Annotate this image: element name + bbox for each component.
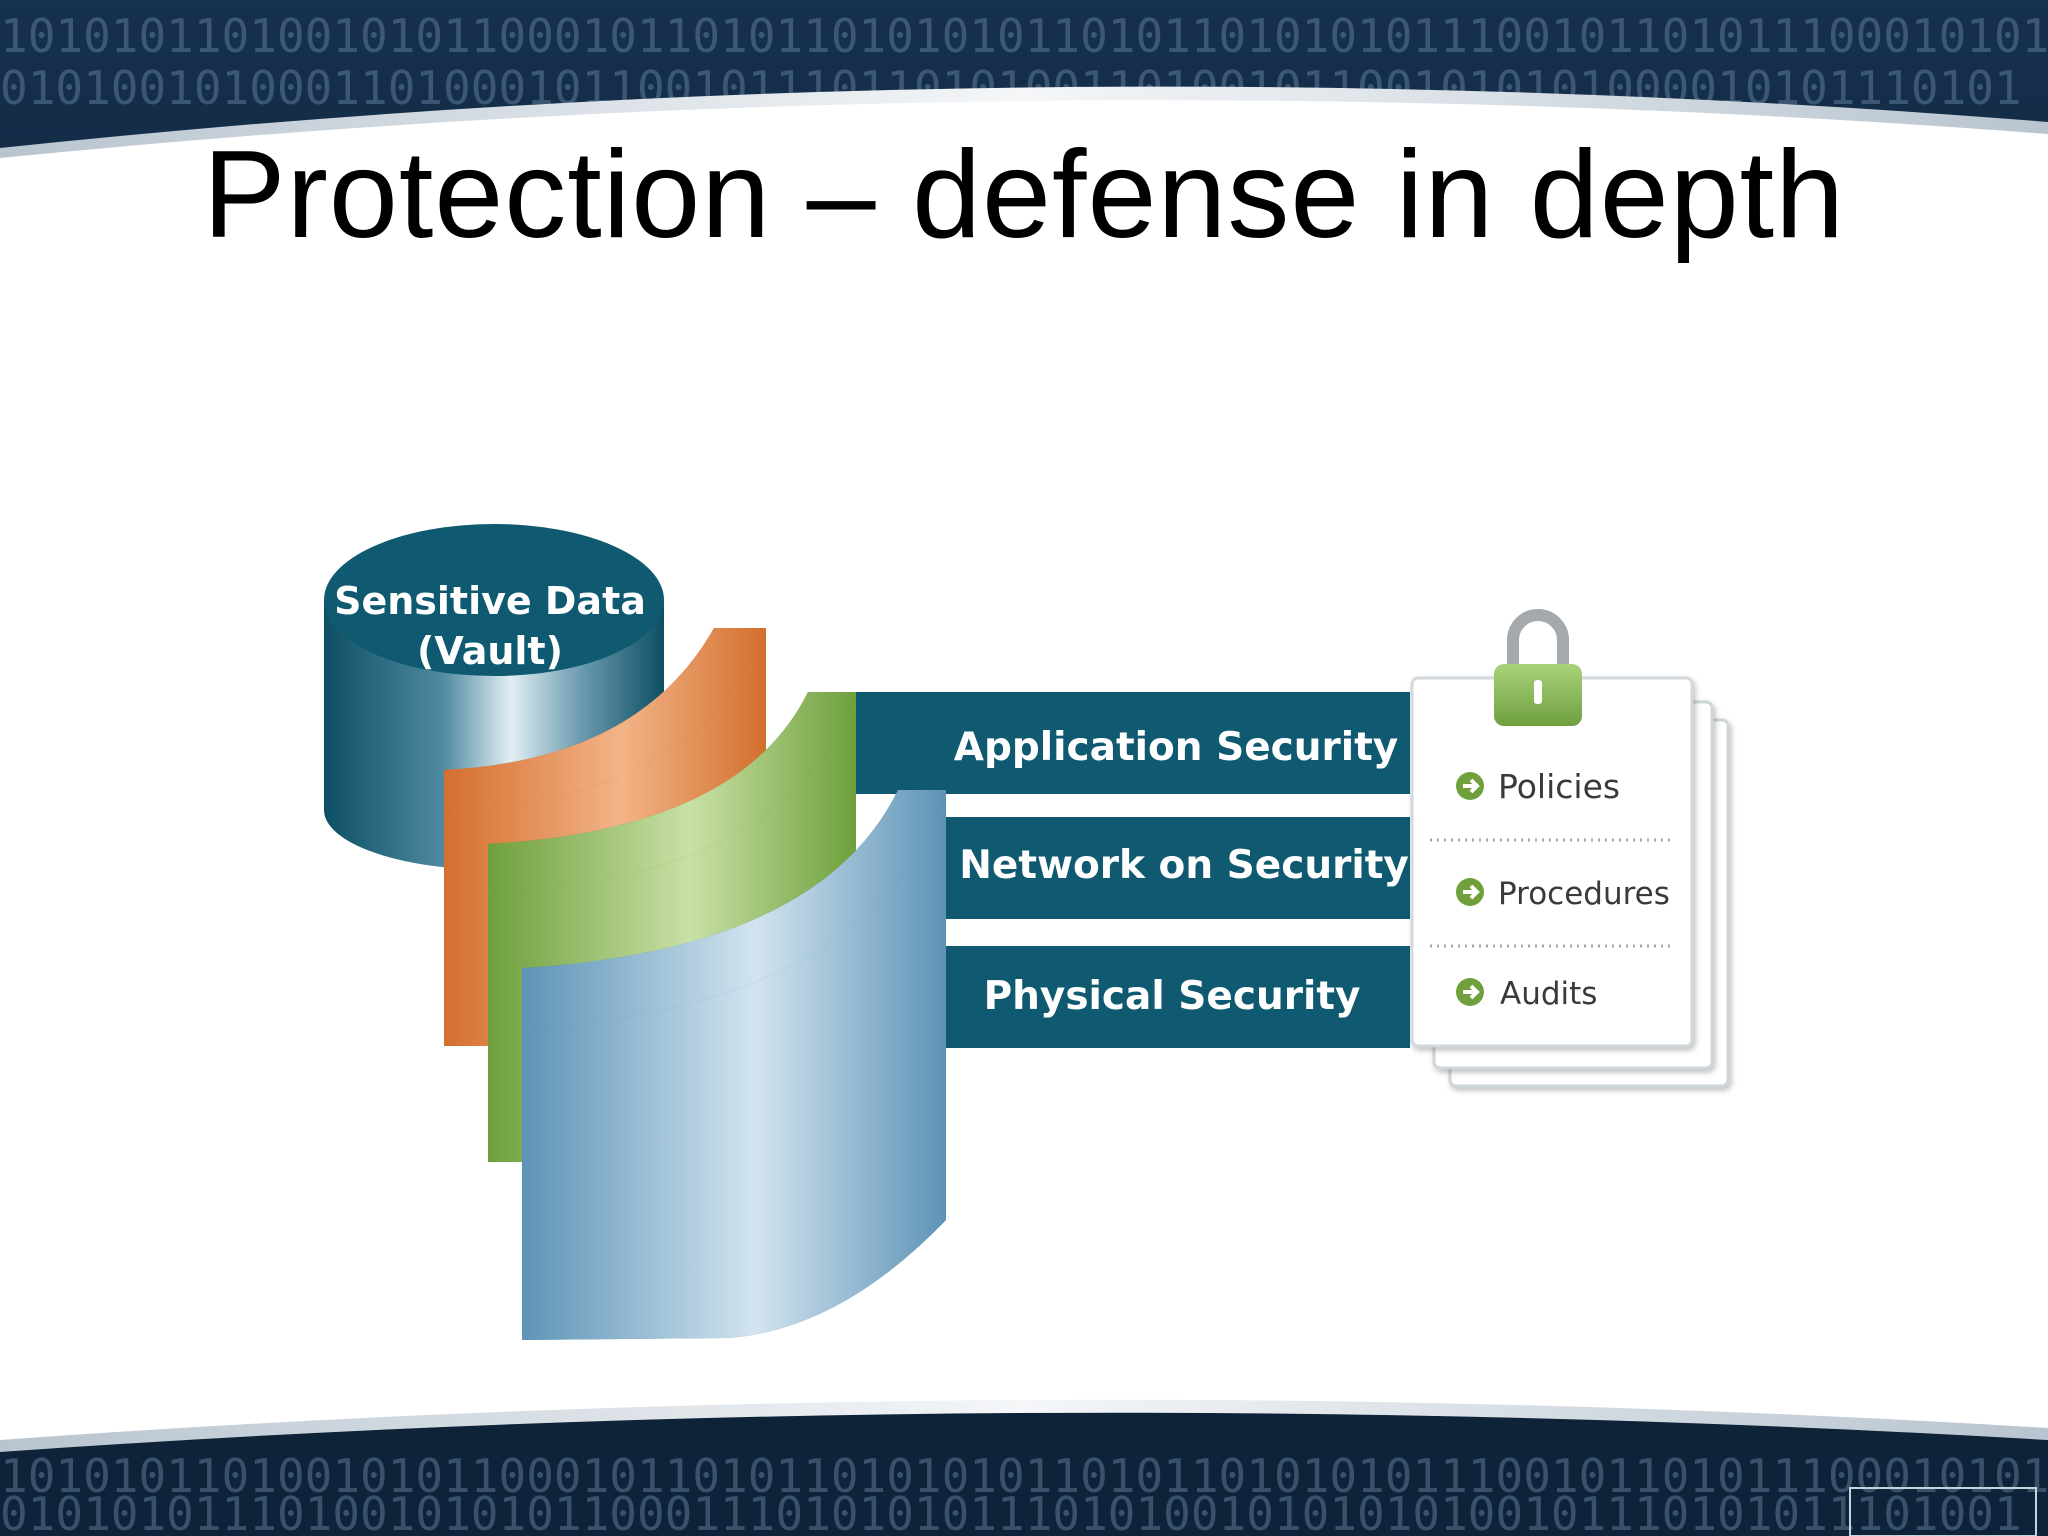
security-bands: [830, 692, 1410, 1048]
card-item-label: Policies: [1498, 767, 1620, 806]
svg-text:101010110100101011000101101011: 1010101101001010110001011010110101010110…: [0, 9, 2048, 63]
band-network: [940, 817, 1410, 919]
vault-label-line2: (Vault): [417, 629, 563, 673]
card-item-policies: Policies: [1456, 767, 1620, 806]
svg-text:101010110100101011000101101011: 1010101101001010110001011010110101010110…: [0, 1449, 2048, 1503]
policy-card-stack: [1410, 676, 1730, 1088]
corner-frame: [1849, 1487, 2037, 1536]
card-item-label: Procedures: [1498, 876, 1670, 912]
band-label-physical: Physical Security: [984, 974, 1361, 1019]
band-application: [830, 692, 1410, 794]
binary-pattern-bottom: 1010101101001010110001011010110101010110…: [0, 1449, 2048, 1536]
band-physical: [940, 946, 1410, 1048]
svg-text:010101011101001010101100011101: 0101010111010010101011000111010101011101…: [0, 1487, 2022, 1536]
band-label-network: Network on Security: [959, 843, 1409, 888]
card-item-procedures: Procedures: [1456, 876, 1670, 912]
band-label-application: Application Security: [954, 725, 1398, 770]
slide-title: Protection – defense in depth: [202, 126, 1846, 264]
card-item-label: Audits: [1500, 976, 1597, 1012]
card-item-audits: Audits: [1456, 976, 1597, 1012]
vault-label-line1: Sensitive Data: [334, 579, 646, 623]
padlock-icon: [1494, 609, 1582, 726]
